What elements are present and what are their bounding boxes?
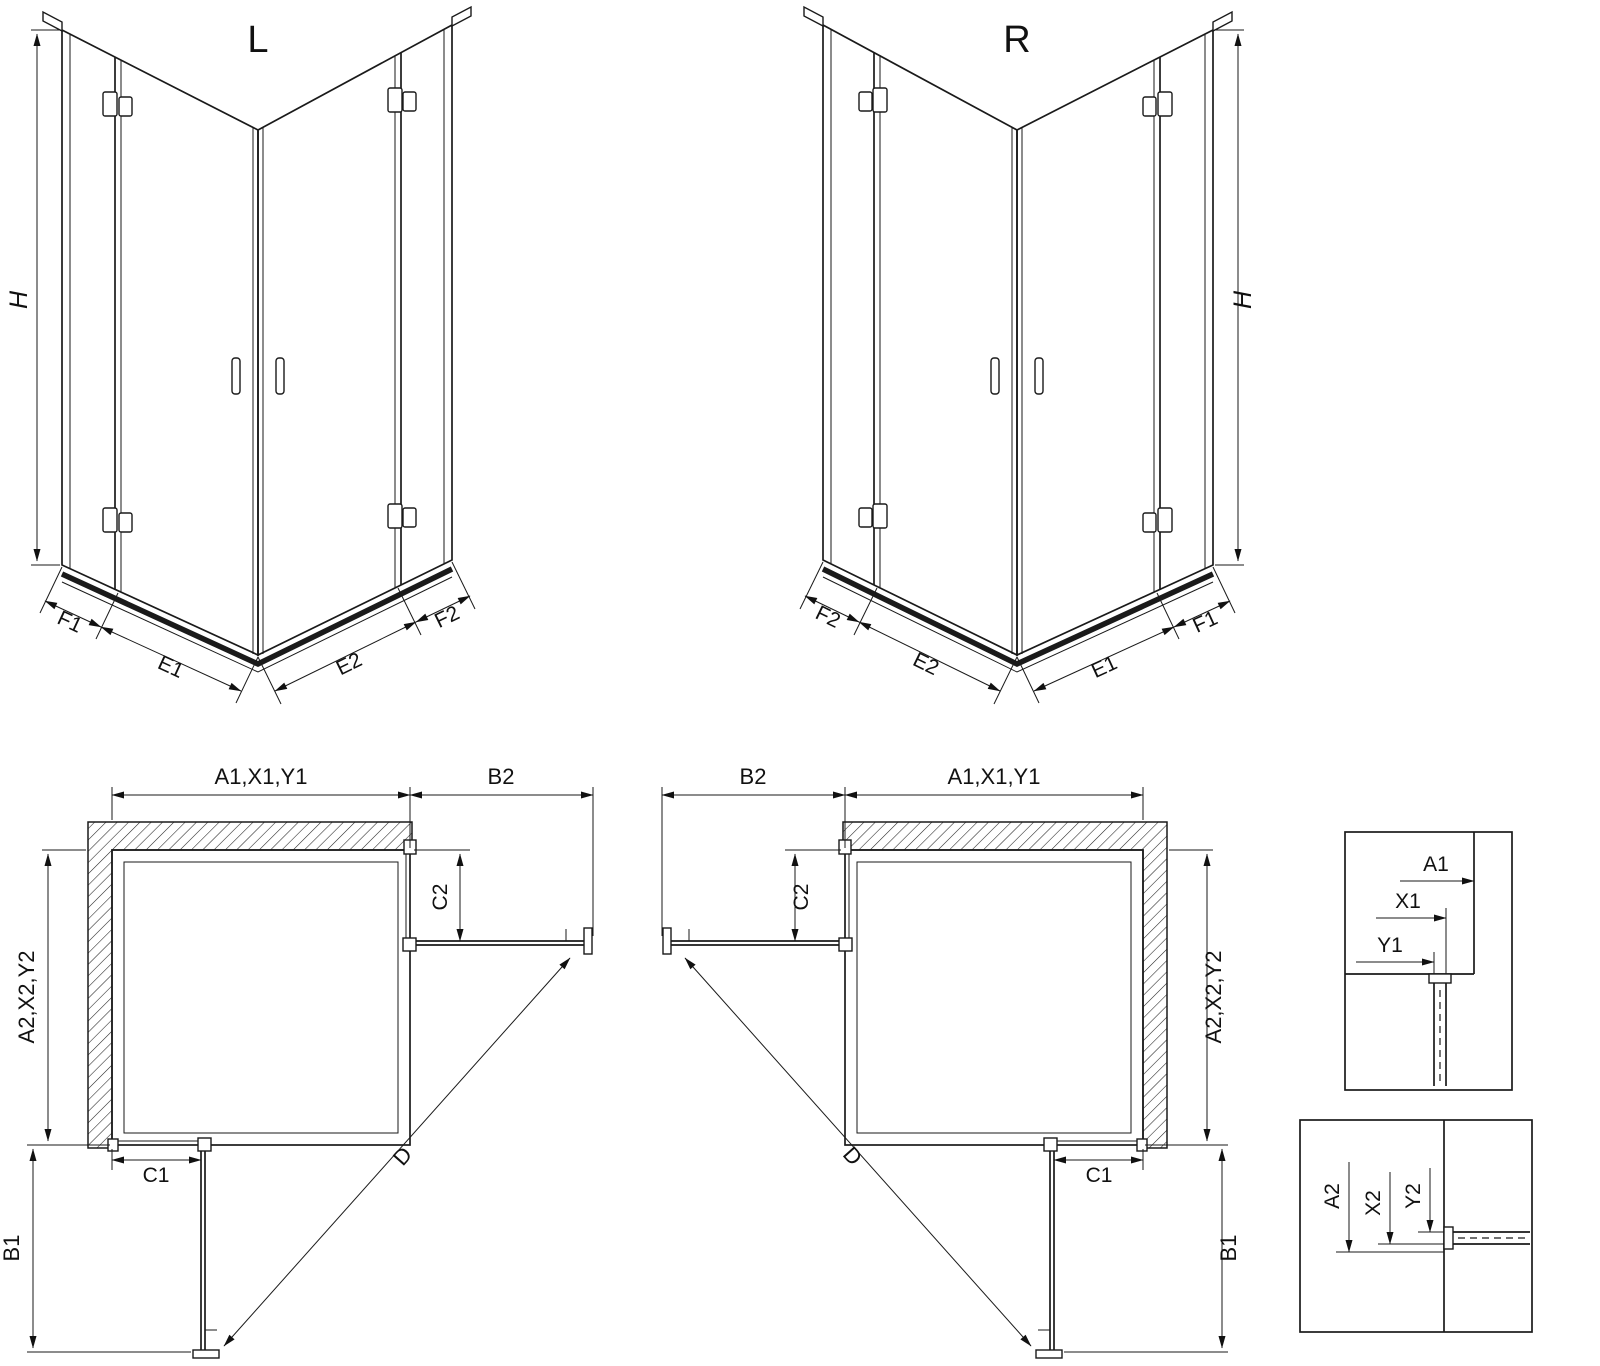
detail-view-top: A1 X1 Y1 xyxy=(1344,831,1513,1091)
dimension-c1: C1 xyxy=(1053,1149,1144,1187)
iso-view-right: R H E2 F2 F1 E1 xyxy=(799,5,1257,705)
dim-label-c1: C1 xyxy=(1086,1164,1113,1187)
dim-label-c2: C2 xyxy=(790,884,813,911)
dimension-c2: C2 xyxy=(785,849,841,942)
dim-label-h: H xyxy=(5,290,33,309)
dimension-h: H xyxy=(5,29,60,566)
dimension-a2x2y2: A2,X2,Y2 xyxy=(1145,849,1228,1146)
dimension-y2: Y2 xyxy=(1402,1168,1444,1233)
dimension-f2-e2: E2 F2 xyxy=(799,561,1018,705)
dim-label-e1: E1 xyxy=(1088,651,1121,683)
dim-label-x1: X1 xyxy=(1395,890,1421,913)
view-title-left: L xyxy=(247,19,268,61)
door-pivot xyxy=(1043,1137,1058,1152)
door-handle xyxy=(990,357,1044,395)
dim-label-b2: B2 xyxy=(488,764,515,789)
dim-label-h: H xyxy=(1229,290,1257,309)
dim-label-a1x1y1: A1,X1,Y1 xyxy=(215,764,308,789)
dim-label-c2: C2 xyxy=(429,884,452,911)
dim-label-y2: Y2 xyxy=(1402,1183,1425,1209)
dimension-a2: A2 xyxy=(1321,1162,1444,1253)
dimension-c1: C1 xyxy=(111,1149,202,1187)
dimension-y1: Y1 xyxy=(1356,934,1435,974)
door-pivot xyxy=(838,937,853,952)
profile-cap xyxy=(1443,1226,1454,1250)
door-handle xyxy=(231,357,285,395)
dim-label-e1: E1 xyxy=(154,651,187,683)
dim-label-e2: E2 xyxy=(333,648,366,680)
hinge xyxy=(102,87,417,533)
plan-view-right: B2 A1,X1,Y1 C2 A2,X2,Y2 B1 C1 xyxy=(661,764,1241,1359)
wall-bracket xyxy=(1212,10,1233,33)
wall-bracket xyxy=(451,5,472,28)
dimension-a1: A1 xyxy=(1400,853,1475,885)
dimension-a1x1y1: A1,X1,Y1 xyxy=(844,764,1144,848)
dimension-b2: B2 xyxy=(661,764,846,936)
wall-bracket xyxy=(42,10,63,33)
dim-label-a2: A2 xyxy=(1321,1183,1344,1209)
dim-label-f1: F1 xyxy=(1189,607,1221,638)
dim-label-f2: F2 xyxy=(812,601,844,632)
wall-hatched xyxy=(842,821,1168,1149)
dim-label-a2x2y2: A2,X2,Y2 xyxy=(1201,951,1226,1044)
dimension-d: D xyxy=(684,957,1032,1347)
door-pivot xyxy=(402,937,417,952)
door-end-profile xyxy=(583,927,593,955)
door-pivot xyxy=(197,1137,212,1152)
door-end-profile xyxy=(662,927,672,955)
dim-label-a2x2y2: A2,X2,Y2 xyxy=(14,951,39,1044)
dimension-c2: C2 xyxy=(414,849,470,942)
dim-label-b1: B1 xyxy=(1216,1235,1241,1262)
dimension-x1: X1 xyxy=(1376,890,1447,974)
dim-label-b1: B1 xyxy=(0,1235,24,1262)
dimension-h: H xyxy=(1215,29,1257,566)
dim-label-y1: Y1 xyxy=(1377,934,1403,957)
dim-label-f2: F2 xyxy=(431,601,463,632)
iso-view-left: L H F1 E1 E2 F2 xyxy=(5,5,476,705)
dimension-b2: B2 xyxy=(409,764,594,936)
detail-view-bottom: A2 X2 Y2 xyxy=(1299,1119,1533,1333)
dim-label-b2: B2 xyxy=(740,764,767,789)
dim-label-a1: A1 xyxy=(1423,853,1449,876)
view-title-right: R xyxy=(1003,19,1030,61)
profile-cap xyxy=(1428,973,1452,984)
hinge xyxy=(858,87,1173,533)
door-end-profile xyxy=(1035,1349,1063,1359)
dim-label-e2: E2 xyxy=(909,648,942,680)
dimension-b1: B1 xyxy=(0,1148,191,1353)
door-end-profile xyxy=(192,1349,220,1359)
dimension-b1: B1 xyxy=(1064,1148,1241,1353)
dimension-d: D xyxy=(223,957,571,1347)
dim-label-c1: C1 xyxy=(143,1164,170,1187)
wall-hatched xyxy=(87,821,413,1149)
dim-label-x2: X2 xyxy=(1362,1190,1385,1216)
dim-label-f1: F1 xyxy=(54,607,86,638)
plan-view-left: A1,X1,Y1 B2 C2 A2,X2,Y2 B1 C1 xyxy=(0,764,594,1359)
wall-bracket xyxy=(803,5,824,28)
dimension-x2: X2 xyxy=(1362,1172,1444,1245)
dim-label-a1x1y1: A1,X1,Y1 xyxy=(948,764,1041,789)
dim-label-d: D xyxy=(388,1142,417,1170)
dim-label-d: D xyxy=(838,1142,867,1170)
dimension-a2x2y2: A2,X2,Y2 xyxy=(14,849,110,1146)
dimension-e2-f2: E2 F2 xyxy=(257,561,476,705)
